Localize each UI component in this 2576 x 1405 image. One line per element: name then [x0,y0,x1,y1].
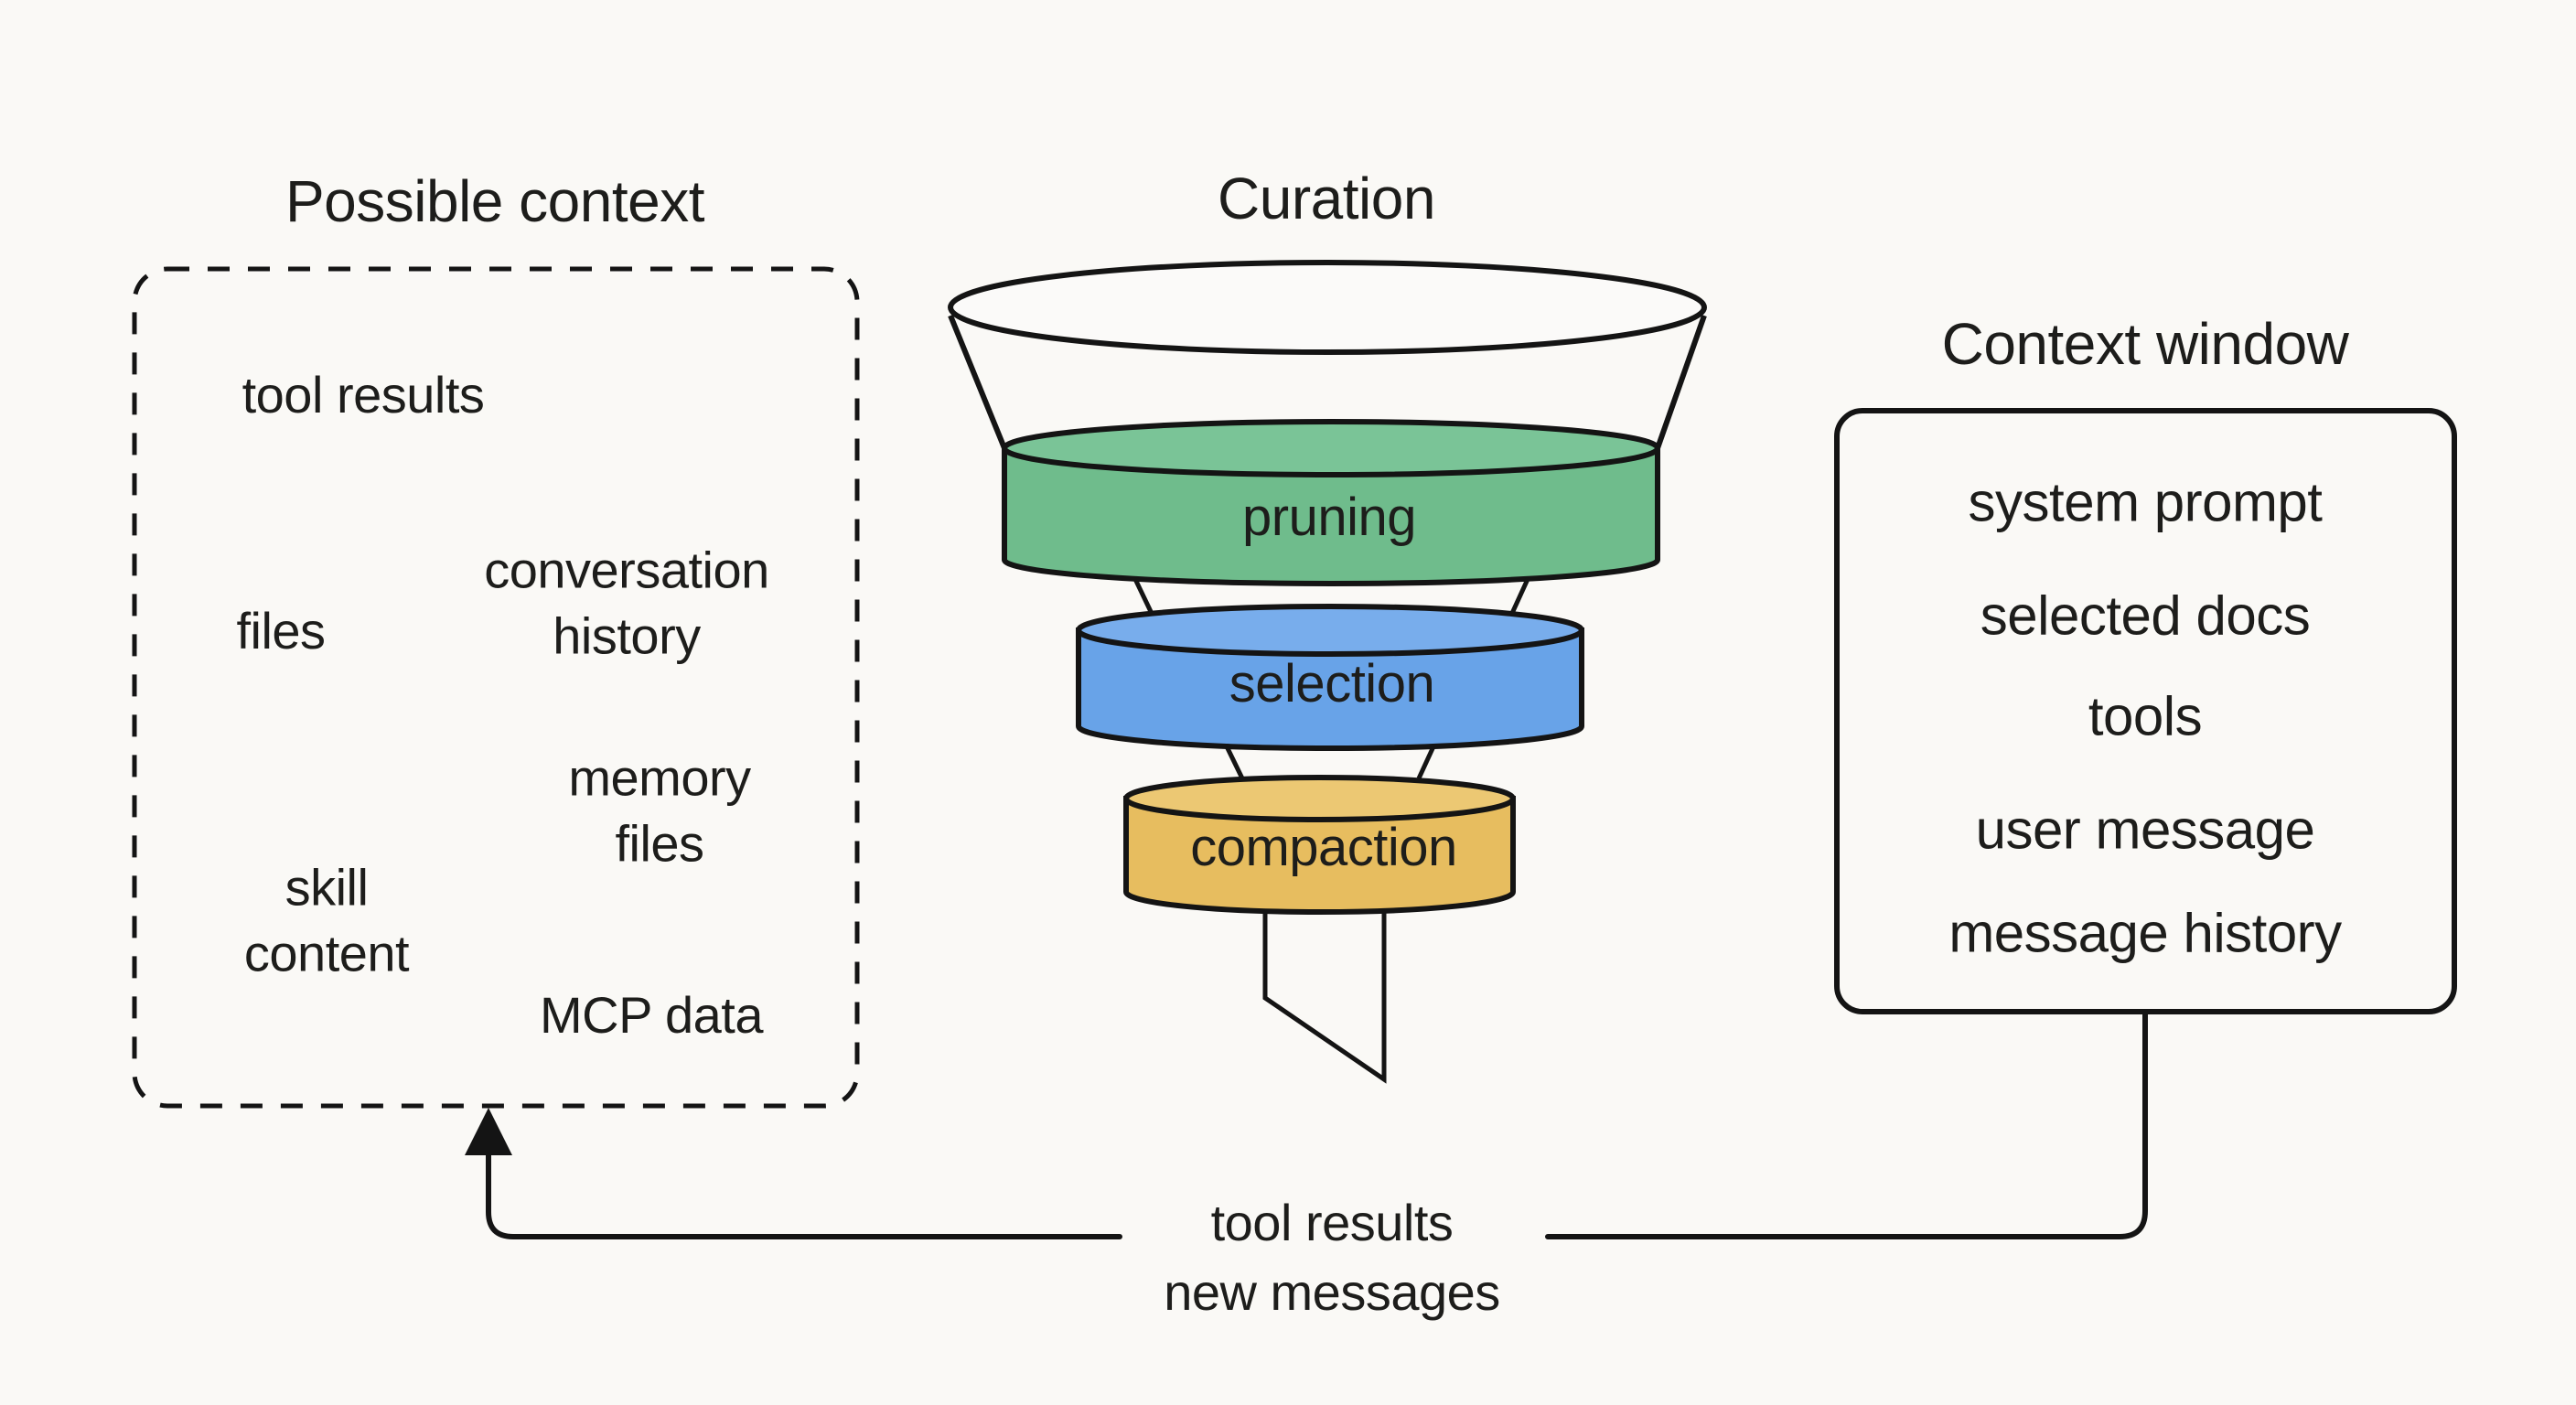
funnel-cone-left-line [948,314,1007,450]
curation-title: Curation [1218,166,1435,232]
possible-context-dashed-box [132,266,860,1109]
left-item-files: files [236,602,326,660]
pruning-band-body [1002,445,1660,586]
cw-item-tools: tools [2088,685,2203,747]
pruning-band-top [1002,419,1660,477]
stage-label-selection: selection [1229,653,1435,713]
context-window-title: Context window [1941,311,2349,378]
left-item-skill-content: skill content [243,858,410,981]
loop-label-tool-results: tool results [1210,1194,1454,1252]
possible-context-title: Possible context [284,168,705,235]
taper-right-line-2 [1416,743,1437,780]
compaction-band-body [1123,796,1516,915]
funnel-spout [1262,896,1387,1084]
compaction-band-top [1123,775,1516,822]
loop-label-new-messages: new messages [1164,1263,1500,1322]
left-item-tool-results: tool results [242,366,485,424]
left-item-conversation-history: conversation history [484,541,769,664]
taper-left-line-2 [1223,743,1245,780]
stage-label-pruning: pruning [1242,487,1416,547]
cw-item-system-prompt: system prompt [1968,471,2323,533]
cw-item-message-history: message history [1948,902,2342,964]
selection-band-top [1076,604,1584,657]
cw-item-selected-docs: selected docs [1980,585,2311,647]
cw-item-user-message: user message [1975,799,2315,861]
left-item-mcp-data: MCP data [540,986,763,1045]
loop-line-left [486,1148,1122,1239]
loop-arrowhead-icon [465,1108,512,1155]
funnel-rim-ellipse [948,260,1707,355]
funnel-cone-right-line [1655,315,1707,449]
left-item-memory-files: memory files [568,748,751,872]
stage-label-compaction: compaction [1190,817,1457,877]
selection-band-body [1076,627,1584,751]
loop-line-right [1545,1009,2148,1239]
